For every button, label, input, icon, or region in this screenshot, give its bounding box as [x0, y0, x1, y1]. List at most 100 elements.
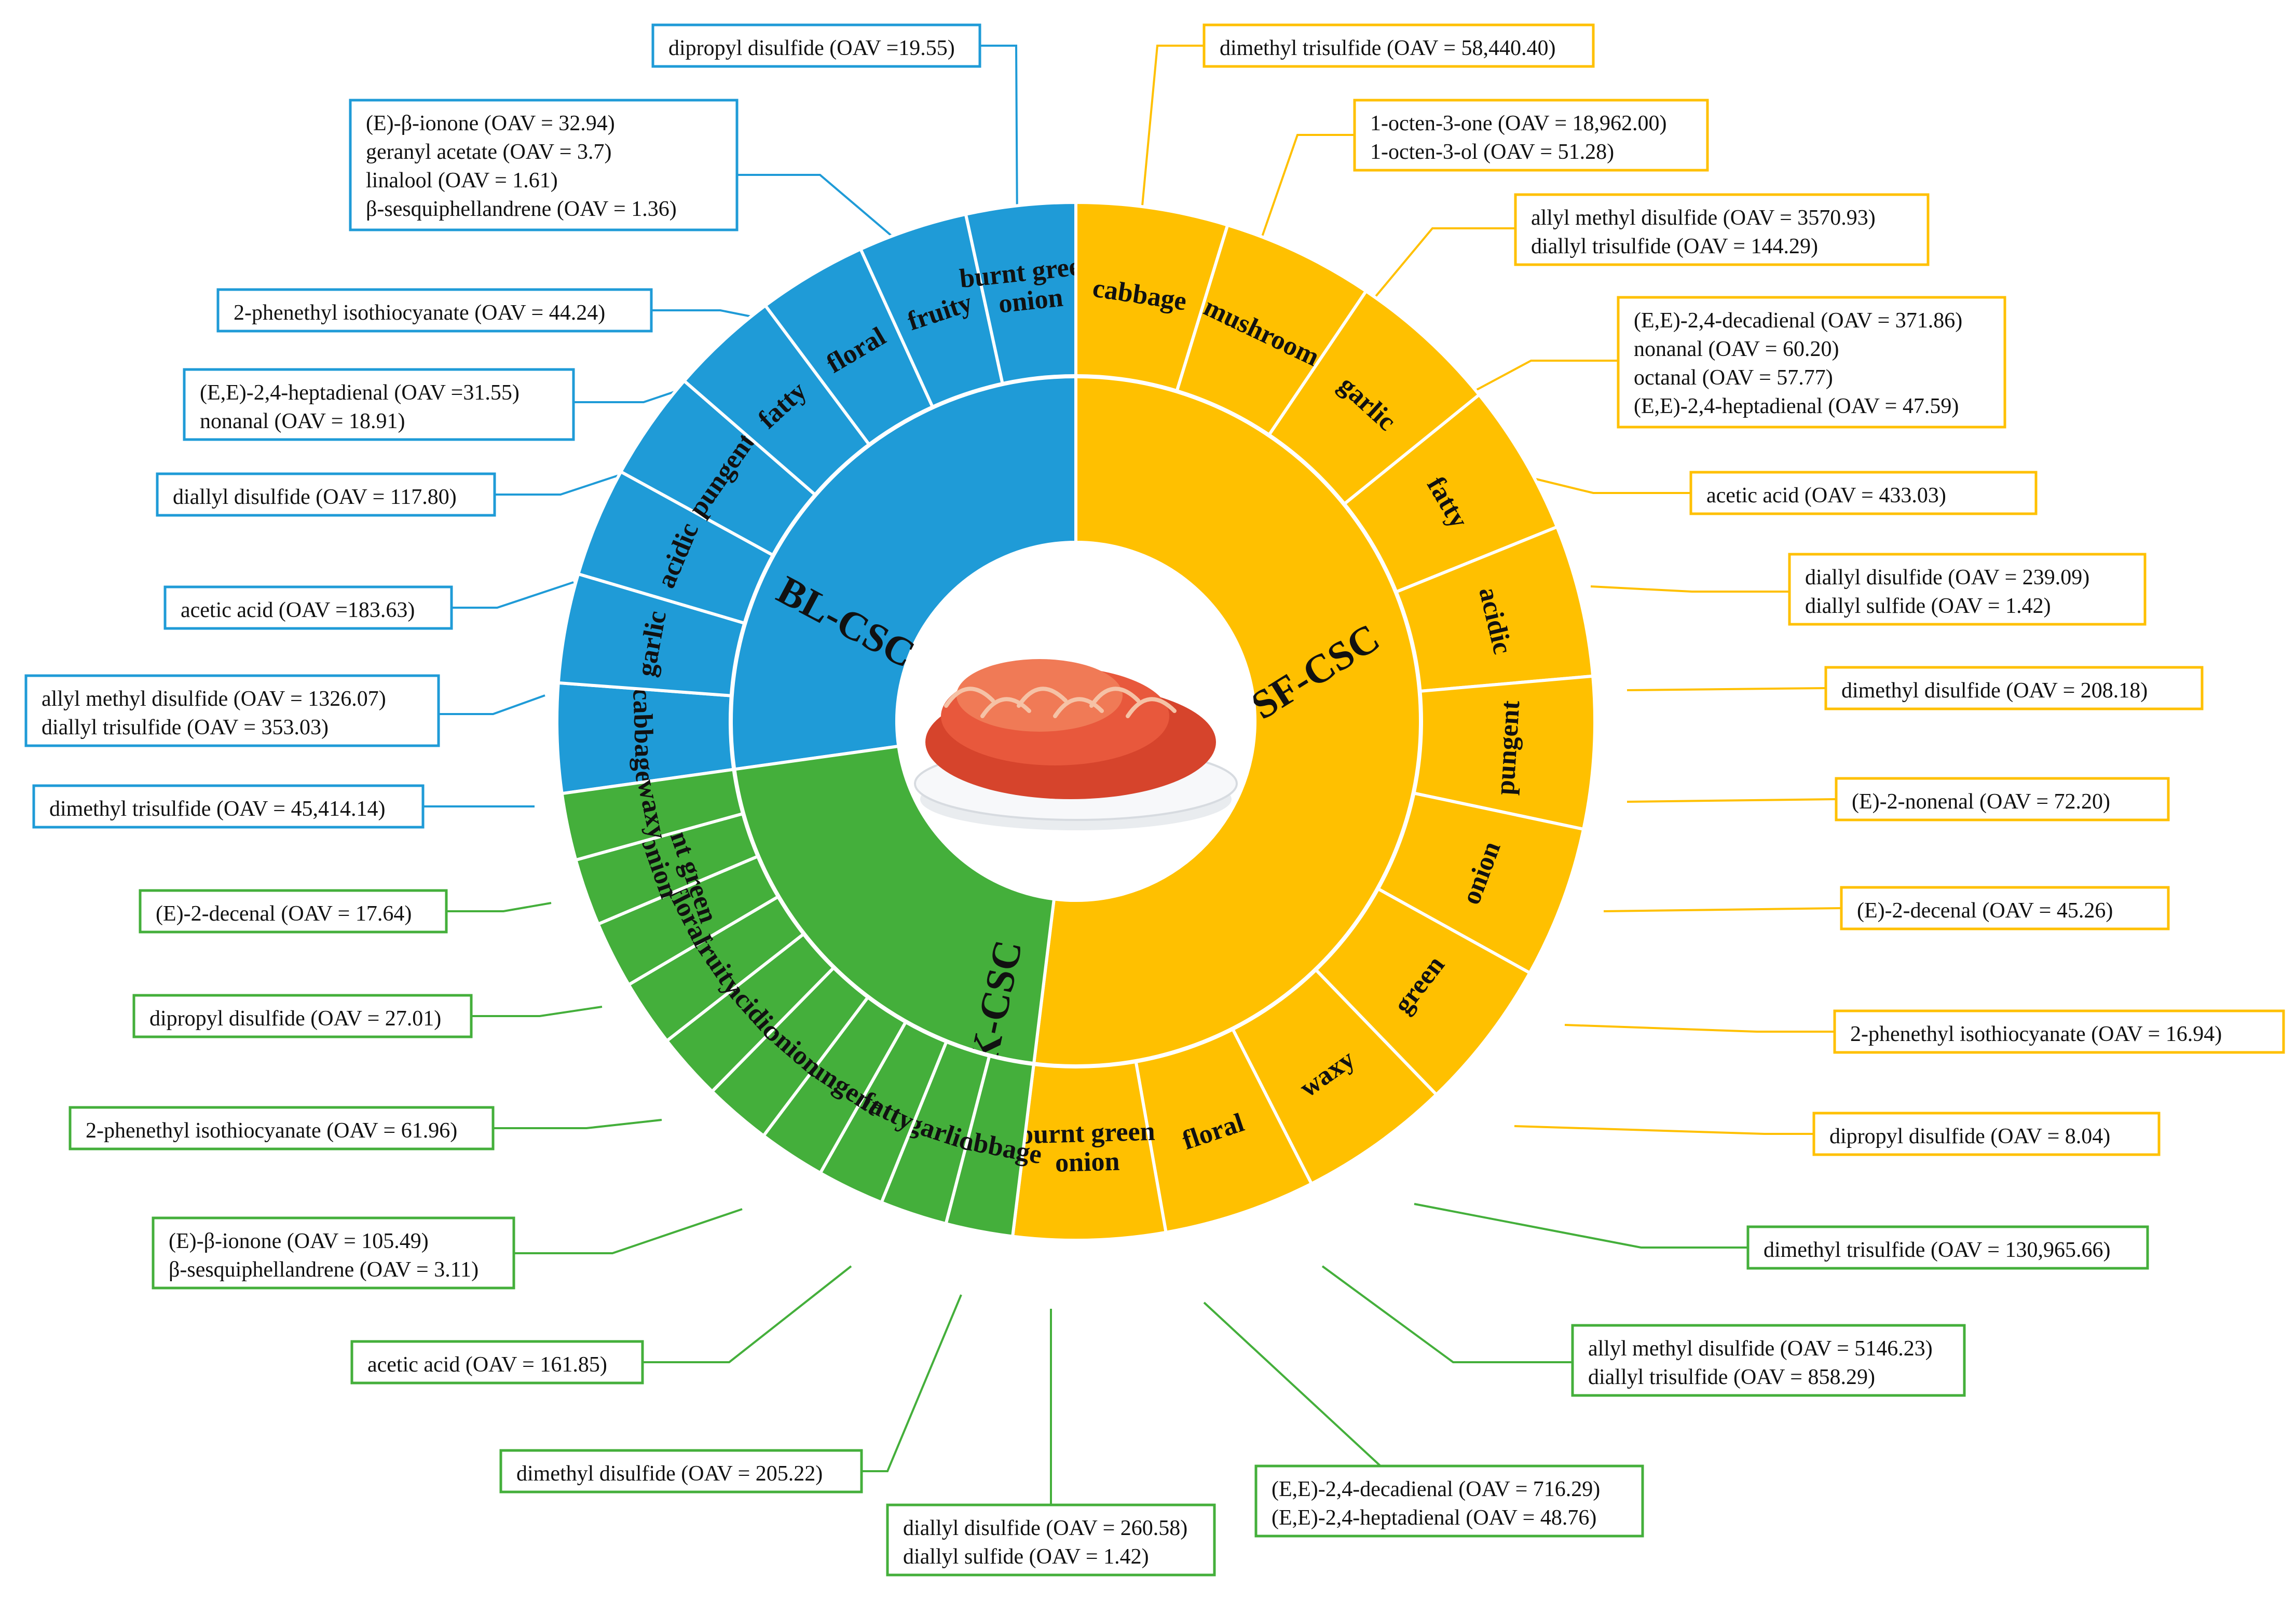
leader-line — [643, 1265, 852, 1363]
callout-line: (E,E)-2,4-decadienal (OAV = 371.86) — [1634, 309, 1962, 333]
callout-box: acetic acid (OAV =183.63) — [163, 585, 453, 630]
callout-line: 2-phenethyl isothiocyanate (OAV = 61.96) — [86, 1119, 457, 1143]
callout-line: nonanal (OAV = 18.91) — [200, 409, 405, 433]
callout-line: acetic acid (OAV = 433.03) — [1706, 484, 1946, 508]
callout-line: (E,E)-2,4-heptadienal (OAV =31.55) — [200, 381, 520, 405]
leader-line — [1564, 1024, 1835, 1033]
callout-box: allyl methyl disulfide (OAV = 5146.23)di… — [1571, 1324, 1966, 1397]
callout-line: β-sesquiphellandrene (OAV = 3.11) — [169, 1258, 479, 1282]
leader-line — [1627, 687, 1826, 691]
callout-frame — [499, 1449, 863, 1494]
callout-line: diallyl disulfide (OAV = 260.58) — [903, 1516, 1187, 1540]
segment-label-bl-csc-cabbage: cabbage — [627, 688, 660, 783]
leader-line — [1590, 585, 1789, 593]
callout-frame — [32, 784, 425, 829]
callout-line: allyl methyl disulfide (OAV = 3570.93) — [1531, 206, 1876, 230]
kimchi-plate-icon — [914, 659, 1238, 830]
callout-frame — [1812, 1112, 2161, 1156]
callout-line: diallyl trisulfide (OAV = 858.29) — [1588, 1365, 1875, 1389]
callout-box: diallyl disulfide (OAV = 117.80) — [156, 472, 496, 517]
callout-box: allyl methyl disulfide (OAV = 3570.93) di… — [1514, 193, 1930, 266]
callout-box: (E)-2-nonenal (OAV = 72.20) — [1835, 777, 2170, 821]
callout-frame — [1353, 99, 1709, 172]
callout-box: dimethyl trisulfide (OAV = 58,440.40) — [1202, 23, 1595, 68]
outer-ring: cabbagegarlicacidicpungentfattyfloralfru… — [555, 200, 1596, 1242]
callout-line: diallyl disulfide (OAV = 117.80) — [173, 485, 457, 509]
callout-line: linalool (OAV = 1.61) — [366, 169, 558, 193]
leader-line — [495, 471, 628, 496]
callout-frame — [163, 585, 453, 630]
callout-line: allyl methyl disulfide (OAV = 1326.07) — [42, 687, 386, 711]
callout-line: geranyl acetate (OAV = 3.7) — [366, 140, 611, 164]
callout-box: (E)-β-ionone (OAV = 105.49) β-sesquiphell… — [152, 1216, 515, 1290]
callout-line: (E,E)-2,4-heptadienal (OAV = 48.76) — [1272, 1506, 1596, 1530]
callout-box: dimethyl disulfide (OAV = 208.18) — [1824, 666, 2204, 710]
leader-line — [1603, 907, 1842, 912]
callout-line: octanal (OAV = 57.77) — [1634, 366, 1833, 390]
leader-line — [1414, 1203, 1748, 1249]
leader-line — [439, 694, 545, 715]
callout-line: dimethyl disulfide (OAV = 205.22) — [516, 1462, 823, 1486]
callout-box: dimethyl disulfide (OAV = 205.22) — [499, 1449, 863, 1494]
callout-box: allyl methyl disulfide (OAV = 1326.07) di… — [24, 674, 440, 747]
callout-line: dimethyl trisulfide (OAV = 45,414.14) — [49, 797, 385, 821]
leader-line — [514, 1208, 743, 1254]
callout-line: dipropyl disulfide (OAV = 8.04) — [1829, 1125, 2110, 1148]
callout-line: diallyl disulfide (OAV = 239.09) — [1805, 566, 2089, 590]
callout-line: 1-octen-3-one (OAV = 18,962.00) — [1370, 112, 1667, 135]
callout-line: dipropyl disulfide (OAV =19.55) — [668, 36, 955, 60]
callout-box: (E,E)-2,4-heptadienal (OAV =31.55) nonana… — [183, 368, 575, 441]
callout-line: (E)-β-ionone (OAV = 32.94) — [366, 112, 615, 135]
callout-line: dimethyl trisulfide (OAV = 58,440.40) — [1220, 36, 1555, 60]
callout-line: diallyl trisulfide (OAV = 353.03) — [42, 716, 329, 739]
callout-line: diallyl trisulfide (OAV = 144.29) — [1531, 235, 1818, 258]
callout-line: nonanal (OAV = 60.20) — [1634, 337, 1839, 361]
callout-line: diallyl sulfide (OAV = 1.42) — [903, 1545, 1149, 1569]
leader-line — [493, 1119, 662, 1129]
callout-line: diallyl sulfide (OAV = 1.42) — [1805, 594, 2051, 618]
segment-label-sf-csc-pungent: pungent — [1490, 700, 1525, 796]
callout-frame — [24, 674, 440, 747]
callout-box: (E,E)-2,4-decadienal (OAV = 716.29) (E,E)… — [1254, 1464, 1644, 1538]
callout-frame — [350, 1340, 644, 1385]
callout-box: dipropyl disulfide (OAV = 8.04) — [1812, 1112, 2161, 1156]
leader-line — [1458, 360, 1618, 401]
segment-label-sf-csc-burnt-green-onion: burnt greenonion — [1018, 1117, 1156, 1179]
callout-line: (E,E)-2,4-heptadienal (OAV = 47.59) — [1634, 394, 1959, 418]
leader-line — [980, 45, 1018, 233]
callout-line: β-sesquiphellandrene (OAV = 1.36) — [366, 197, 677, 221]
callout-line: 1-octen-3-ol (OAV = 51.28) — [1370, 140, 1614, 164]
leader-line — [1255, 134, 1355, 255]
callout-boxes: dipropyl disulfide (OAV =19.55) (E)-β-ion… — [24, 23, 2285, 1577]
callout-frame — [1840, 886, 2170, 930]
center-image — [897, 542, 1255, 900]
callout-line: dimethyl trisulfide (OAV = 130,965.66) — [1764, 1238, 2110, 1262]
leader-line — [452, 581, 574, 609]
callout-box: 2-phenethyl isothiocyanate (OAV = 16.94) — [1833, 1009, 2285, 1054]
ring-divider — [729, 374, 1423, 1068]
callout-line: (E,E)-2,4-decadienal (OAV = 716.29) — [1272, 1477, 1600, 1501]
callout-frame — [1254, 1464, 1644, 1538]
callout-line: dipropyl disulfide (OAV = 27.01) — [149, 1007, 441, 1031]
callout-frame — [1202, 23, 1595, 68]
callout-box: acetic acid (OAV = 433.03) — [1689, 471, 2038, 515]
callout-frame — [886, 1503, 1216, 1577]
callout-box: (E)-β-ionone (OAV = 32.94) geranyl acetat… — [349, 99, 739, 231]
callout-box: dimethyl trisulfide (OAV = 45,414.14) — [32, 784, 425, 829]
callout-line: (E)-β-ionone (OAV = 105.49) — [169, 1229, 429, 1253]
callout-line: 2-phenethyl isothiocyanate (OAV = 16.94) — [1850, 1022, 2222, 1046]
callout-frame — [69, 1106, 495, 1150]
callout-frame — [1689, 471, 2038, 515]
leader-line — [1321, 1265, 1573, 1363]
callout-frame — [1824, 666, 2204, 710]
callout-frame — [1788, 553, 2147, 626]
callout-frame — [1571, 1324, 1966, 1397]
callout-line: acetic acid (OAV =183.63) — [181, 598, 415, 622]
callout-box: 2-phenethyl isothiocyanate (OAV = 44.24) — [216, 288, 653, 333]
callout-box: diallyl disulfide (OAV = 239.09) diallyl … — [1788, 553, 2147, 626]
callout-box: (E)-2-decenal (OAV = 45.26) — [1840, 886, 2170, 930]
callout-frame — [156, 472, 496, 517]
callout-frame — [139, 889, 448, 934]
callout-box: (E,E)-2,4-decadienal (OAV = 371.86) nonan… — [1617, 296, 2006, 429]
